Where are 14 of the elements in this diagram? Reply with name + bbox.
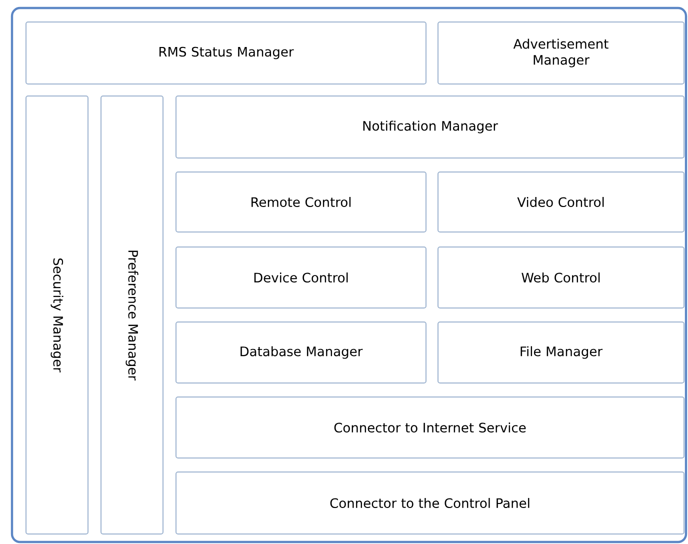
module-box: Device Control [176,246,426,308]
module-box: Video Control [438,172,684,232]
module-box: Remote Control [176,172,426,232]
module-box: Notification Manager [176,96,684,158]
module-box: Web Control [438,246,684,308]
module-box: RMS Status Manager [26,22,426,84]
module-box: Connector to Internet Service [176,396,684,458]
vertical-module-box: Security Manager [26,96,88,534]
module-box: Database Manager [176,322,426,384]
module-box: Advertisement Manager [438,22,684,84]
frame-box [10,6,688,544]
module-box: File Manager [438,322,684,384]
vertical-module-box: Preference Manager [100,96,164,534]
module-box: Connector to the Control Panel [176,472,684,534]
